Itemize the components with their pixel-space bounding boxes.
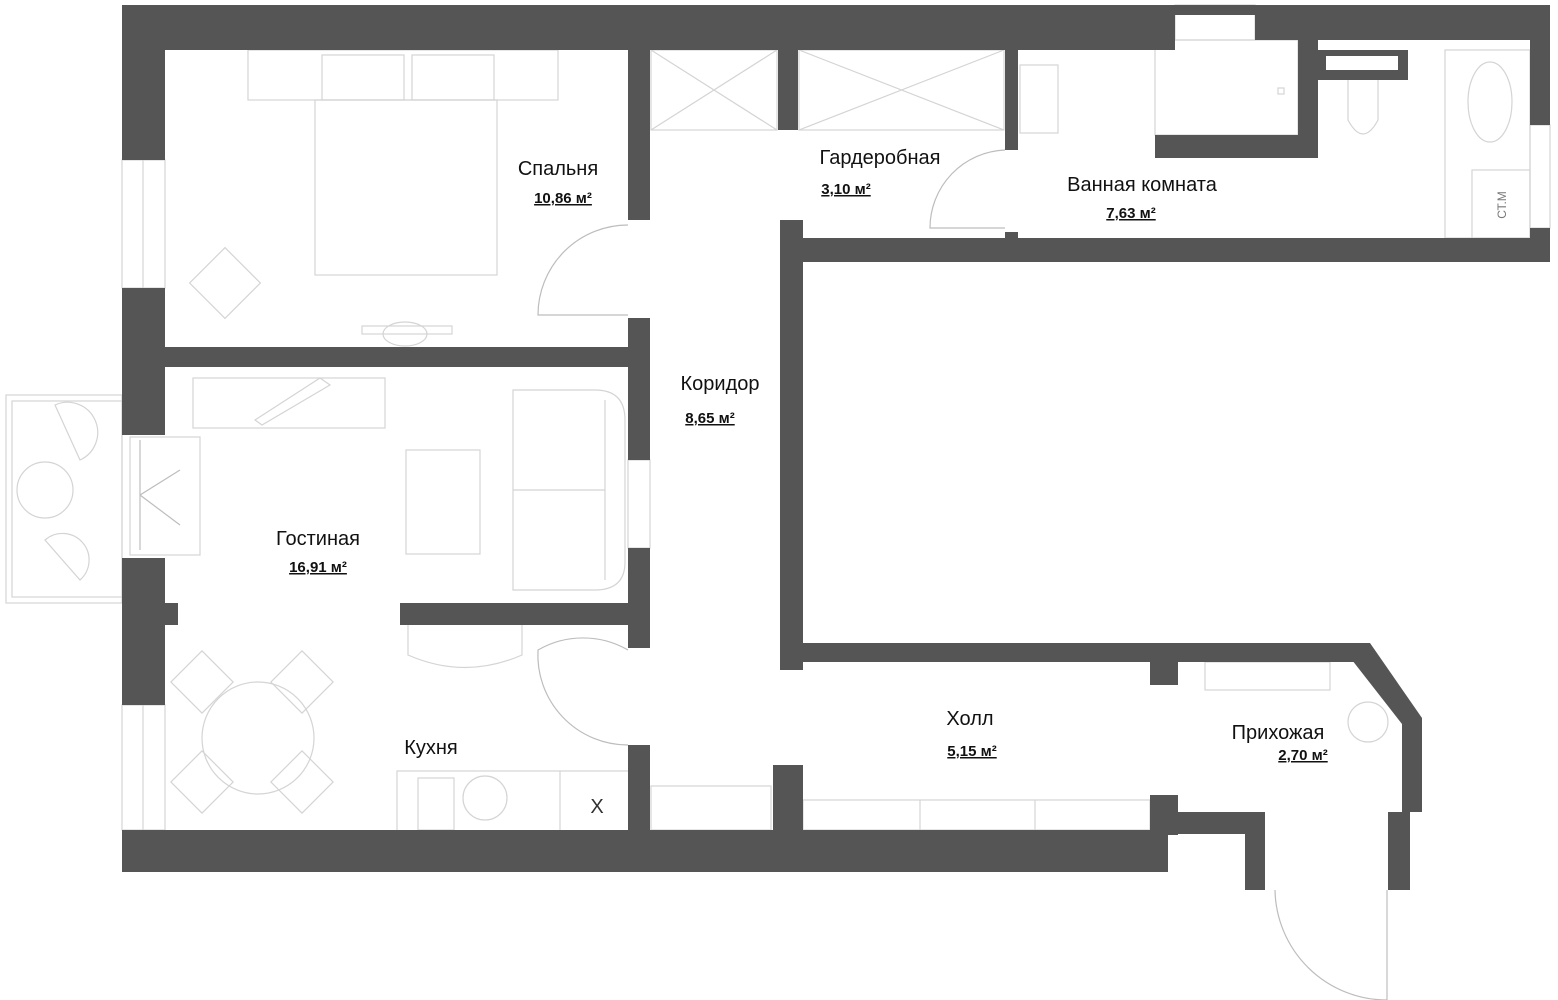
room-area: 7,63 м²: [1106, 205, 1155, 222]
room-name: Ванная комната: [1067, 174, 1218, 196]
room-name: Прихожая: [1232, 722, 1325, 744]
room-prikhozhaya: Прихожая 2,70 м²: [1232, 722, 1328, 764]
room-name: Гардеробная: [820, 147, 941, 169]
room-koridor: Коридор 8,65 м²: [681, 373, 760, 427]
room-garderobnaya: Гардеробная 3,10 м²: [820, 147, 941, 198]
walls: [122, 5, 1550, 890]
furniture: [170, 39, 1531, 838]
room-name: Коридор: [681, 373, 760, 395]
room-area: 8,65 м²: [685, 410, 734, 427]
room-vannaya: Ванная комната 7,63 м²: [1067, 174, 1218, 222]
room-kukhnya: Кухня X: [404, 737, 603, 818]
room-area: 3,10 м²: [821, 181, 870, 198]
room-name: Кухня: [404, 737, 458, 759]
room-area: 16,91 м²: [289, 559, 347, 576]
kitchen-mark: X: [590, 796, 603, 818]
room-gostinaya: Гостиная 16,91 м²: [276, 528, 360, 576]
doors: [129, 149, 1388, 1000]
room-area: 2,70 м²: [1278, 747, 1327, 764]
room-kholl: Холл 5,15 м²: [946, 708, 996, 760]
room-name: Холл: [946, 708, 993, 730]
room-area: 5,15 м²: [947, 743, 996, 760]
room-name: Гостиная: [276, 528, 360, 550]
room-spalnya: Спальня 10,86 м²: [518, 158, 598, 207]
room-area: 10,86 м²: [534, 190, 592, 207]
balcony: [5, 394, 123, 604]
room-name: Спальня: [518, 158, 598, 180]
windows: [121, 4, 1551, 831]
bathroom-mark: СТ.М: [1495, 191, 1509, 219]
